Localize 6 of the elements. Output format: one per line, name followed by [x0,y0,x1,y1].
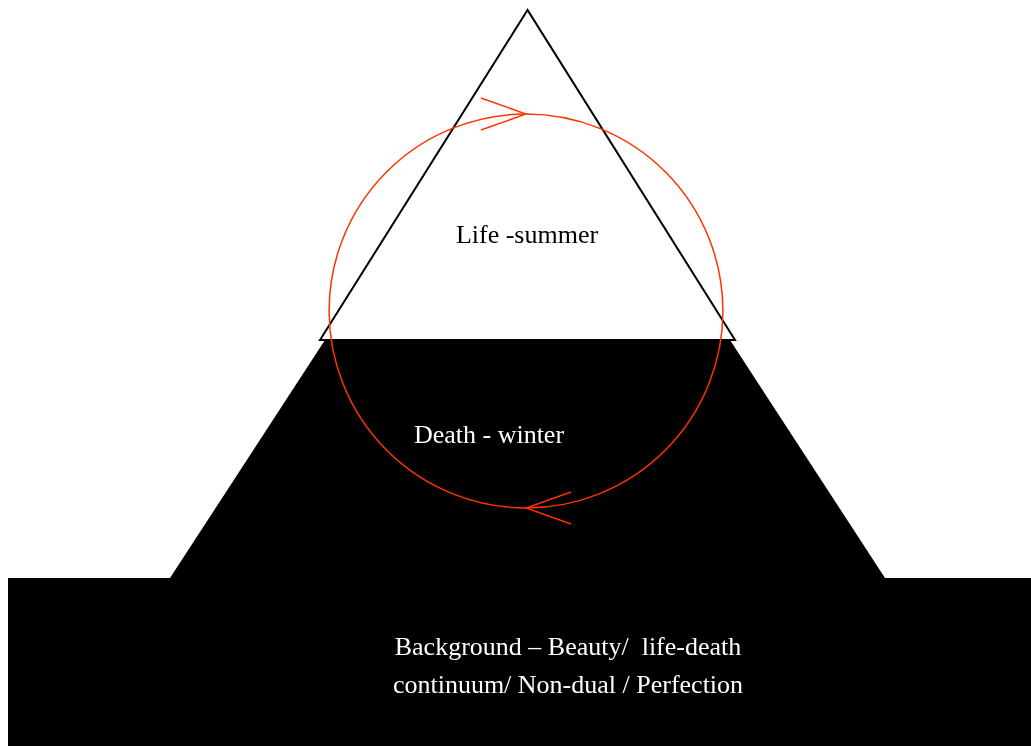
region-label: Life -summer [454,219,600,251]
ground-band [8,578,1031,746]
region-label: Background – Beauty/ life-death continuum/ Non-dual / Perfection [391,631,745,701]
cycle-arrow [328,100,527,509]
region-label: Death - winter [412,419,566,451]
cycle-arrow [525,113,724,522]
